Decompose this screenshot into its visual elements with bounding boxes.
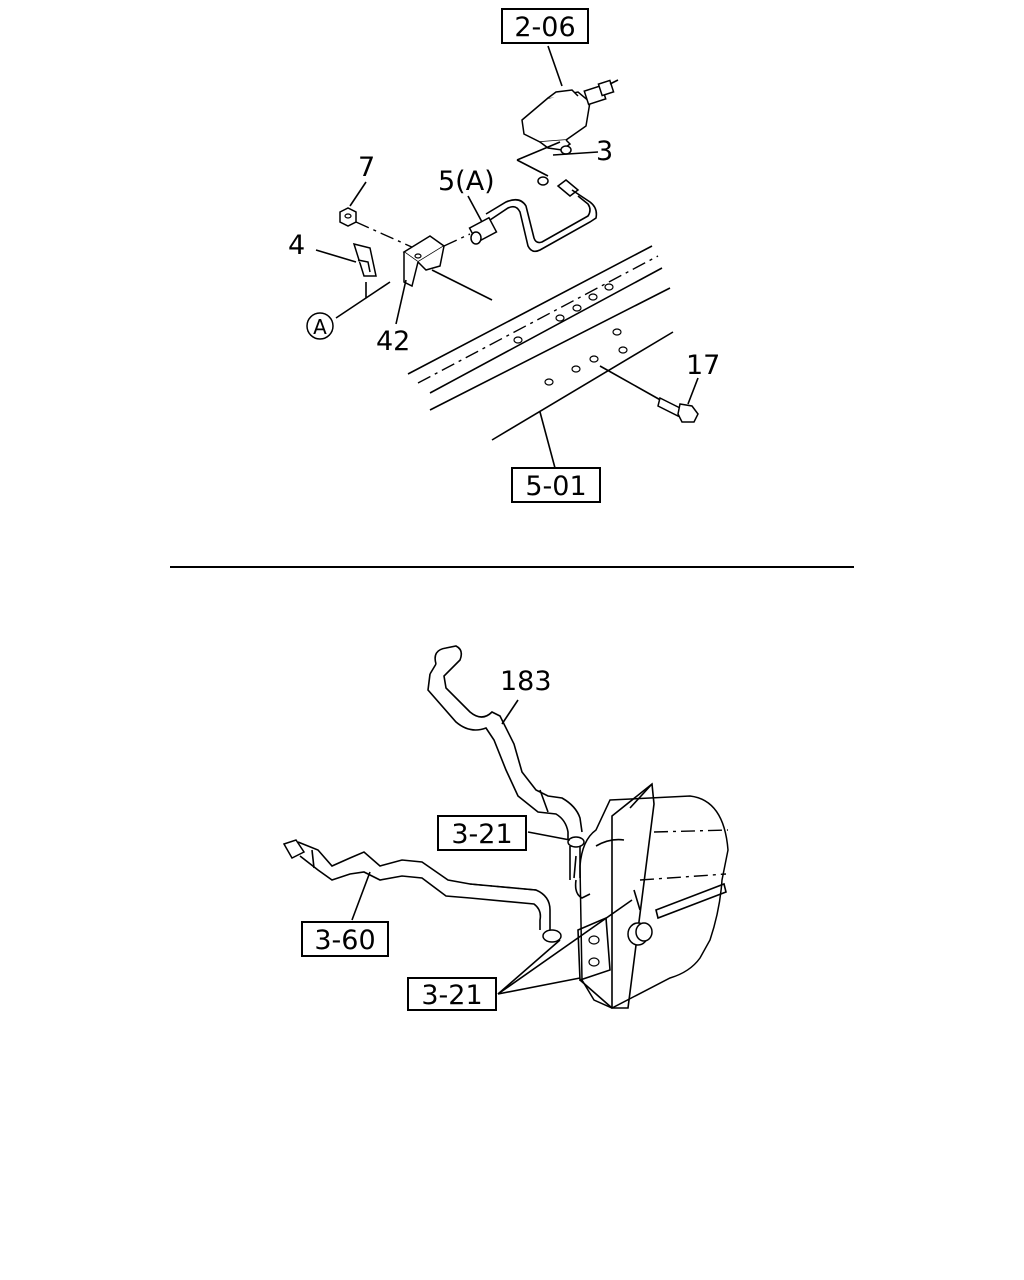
- ref-3-21-bottom-label: 3-21: [421, 980, 482, 1011]
- bolt: [657, 396, 699, 423]
- part-42-label: 42: [376, 326, 410, 357]
- top-assembly: A 2-06 3 7 5(A) 4 42 17 5-01: [288, 8, 720, 503]
- part-7-label: 7: [358, 152, 375, 183]
- washer: [537, 176, 549, 186]
- part-5a-label: 5(A): [438, 166, 495, 197]
- part-183-label: 183: [500, 666, 552, 697]
- clutch-pipe: [468, 179, 598, 253]
- ref-3-60-label: 3-60: [314, 925, 375, 956]
- ref-3-21-top-label: 3-21: [451, 819, 512, 850]
- ref-box-5-01: [511, 467, 601, 503]
- frame-rail: [407, 245, 674, 441]
- part-4-label: 4: [288, 230, 305, 261]
- ref-box-3-21-bottom: [407, 977, 497, 1011]
- part-17-label: 17: [686, 350, 720, 381]
- circle-a-label: A: [313, 315, 327, 339]
- hose-3-60: [282, 839, 551, 930]
- hose-183: [427, 645, 583, 840]
- clip: [352, 242, 377, 277]
- reference-circle-a: [306, 312, 334, 340]
- ref-5-01-label: 5-01: [525, 471, 586, 502]
- ref-box-2-06: [501, 8, 589, 44]
- ref-2-06-label: 2-06: [514, 12, 575, 43]
- clutch-cylinder: [521, 79, 619, 155]
- nut: [339, 207, 357, 227]
- hose-clamp-top: [567, 836, 585, 880]
- ref-box-3-60: [301, 921, 389, 957]
- ref-box-3-21-top: [437, 815, 527, 851]
- reservoir-tank: [573, 782, 729, 1009]
- part-3-label: 3: [596, 136, 613, 167]
- hose-clamp-bottom: [542, 929, 562, 943]
- pipe-bracket: [402, 235, 446, 288]
- bottom-assembly: 183 3-21 3-60 3-21: [282, 645, 729, 1011]
